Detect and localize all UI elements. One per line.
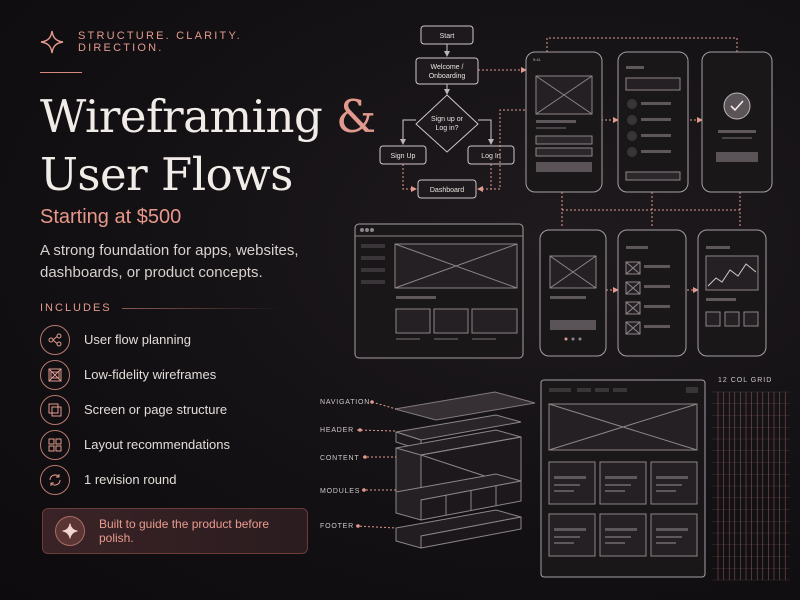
callout: Built to guide the product before polish… [42, 508, 308, 554]
flow-welcome-label-1: Welcome / [431, 64, 464, 71]
flow-icon [40, 324, 70, 355]
grid-label: 12 COL GRID [718, 377, 772, 384]
flow-start-label: Start [440, 33, 455, 40]
layer-label-modules: MODULES [320, 488, 360, 495]
left-panel: STRUCTURE. CLARITY. DIRECTION. Wireframi… [0, 0, 376, 600]
layer-label-footer: FOOTER [320, 523, 354, 530]
includes-heading: INCLUDES [40, 302, 112, 314]
title-line-2: User Flows [40, 148, 293, 201]
wireframe-icon [40, 359, 70, 390]
title-line-1: Wireframing [40, 90, 323, 143]
browser-wireframe [354, 223, 524, 359]
flow-decision-label-1: Sign up or [431, 116, 464, 123]
callout-text: Built to guide the product before polish… [98, 517, 270, 545]
phone-login: 9:41 [525, 51, 603, 193]
tagline-row: STRUCTURE. CLARITY. DIRECTION. [40, 30, 330, 54]
flow-connectors [546, 37, 741, 293]
layer-label-header: HEADER [320, 427, 354, 434]
phone-time: 9:41 [533, 57, 542, 62]
layer-stack [394, 391, 536, 549]
layers-icon [40, 394, 70, 425]
desktop-wireframe [540, 379, 706, 578]
title-ampersand: & [336, 90, 376, 143]
includes-line [121, 307, 282, 309]
grid-icon [40, 429, 70, 460]
column-grid [712, 391, 790, 581]
page-title: Wireframing & User Flows [40, 88, 376, 204]
flow-welcome-label-2: Onboarding [429, 73, 466, 80]
flow-signup-label: Sign Up [391, 153, 416, 160]
flow-decision-label-2: Log in? [436, 125, 459, 132]
phone-success [701, 51, 773, 193]
list-item: User flow planning [40, 322, 230, 357]
includes-header: INCLUDES [40, 302, 282, 314]
flowchart [379, 25, 527, 199]
phone-gallery [617, 229, 687, 357]
divider [40, 72, 82, 73]
flow-login-label: Log In [481, 153, 501, 160]
refresh-icon [40, 464, 70, 495]
flow-dashboard-label: Dashboard [430, 187, 464, 194]
layer-label-content: CONTENT [320, 455, 359, 462]
item-label: Layout recommendations [84, 437, 230, 452]
flow-decision-node [415, 94, 479, 153]
list-item: Low-fidelity wireframes [40, 357, 230, 392]
item-label: Screen or page structure [84, 402, 228, 417]
list-item: 1 revision round [40, 462, 230, 497]
item-label: Low-fidelity wireframes [84, 367, 217, 382]
sparkle-icon [40, 30, 64, 54]
item-label: User flow planning [84, 332, 191, 347]
layer-dots [356, 400, 374, 528]
flow-dashboard-node [417, 179, 477, 199]
item-label: 1 revision round [84, 472, 177, 487]
layer-label-navigation: NAVIGATION [320, 399, 370, 406]
layer-connectors [355, 401, 397, 529]
tagline: STRUCTURE. CLARITY. DIRECTION. [78, 30, 242, 54]
flow-welcome-node [415, 57, 479, 85]
phone-onboarding [539, 229, 607, 357]
list-item: Screen or page structure [40, 392, 230, 427]
phone-list [617, 51, 689, 193]
includes-list: User flow planning Low-fidelity wirefram… [40, 322, 230, 497]
phone-analytics [697, 229, 767, 357]
price: Starting at $500 [40, 206, 182, 228]
list-item: Layout recommendations [40, 427, 230, 462]
star-icon [55, 516, 85, 546]
description: A strong foundation for apps, websites, … [40, 242, 299, 281]
